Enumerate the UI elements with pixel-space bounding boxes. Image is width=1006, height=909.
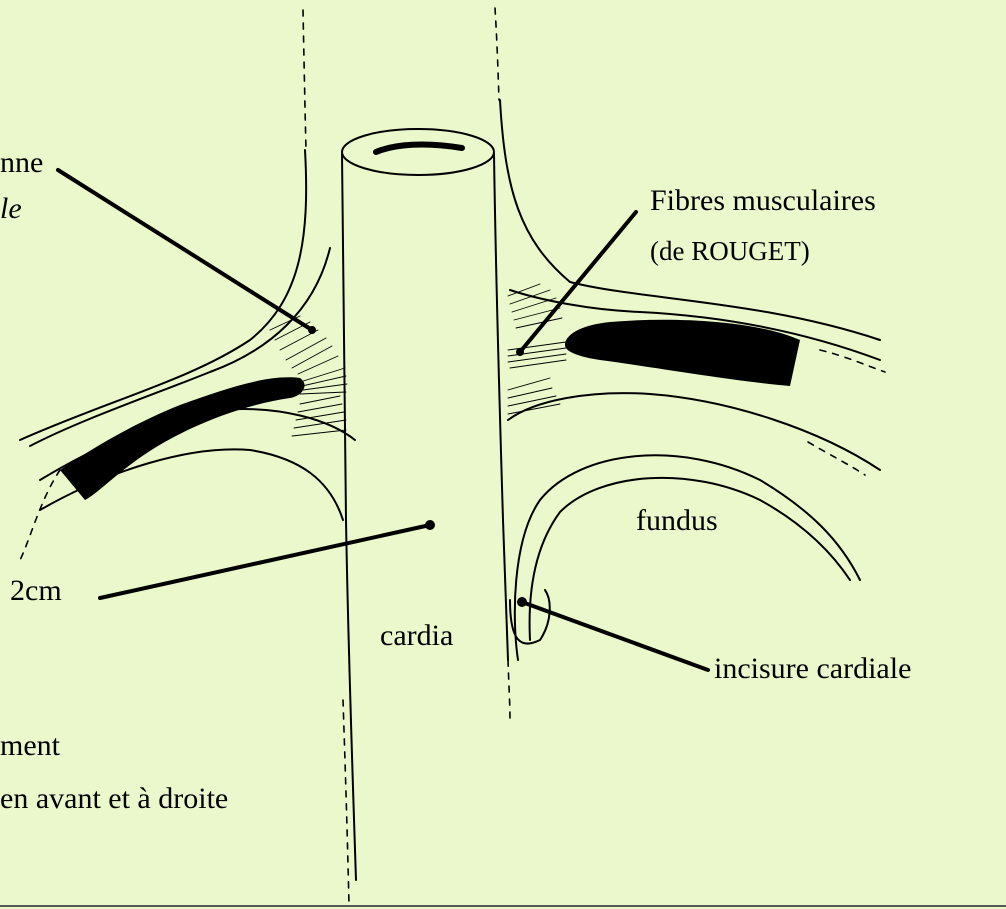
right-membrane	[500, 100, 885, 475]
label-fundus: fundus	[636, 504, 718, 537]
label-incisure: incisure cardiale	[714, 652, 911, 685]
right-muscle-fibres	[508, 342, 566, 368]
fundus	[510, 455, 860, 660]
label-cardia: cardia	[380, 619, 453, 652]
oesophagus-right-wall	[494, 154, 508, 660]
right-dashed-2	[820, 350, 885, 372]
left-muscle-band	[60, 377, 305, 500]
oesophagus	[342, 129, 508, 880]
leader-2cm	[100, 525, 430, 598]
label-left-top-1: nne	[0, 146, 43, 179]
left-muscle-fibres	[300, 368, 347, 394]
oesophagus-opening	[342, 129, 494, 175]
label-left-bottom-1: ment	[0, 729, 61, 762]
label-left-top-2: le	[0, 192, 22, 225]
leader-left-top	[58, 170, 312, 330]
label-fibres-1: Fibres musculaires	[650, 184, 876, 217]
right-curve-outer	[500, 100, 880, 340]
left-membrane	[20, 150, 355, 560]
left-hatching	[270, 316, 346, 436]
oesophagus-lumen	[376, 145, 462, 152]
dashed-top-right	[495, 8, 499, 100]
label-fibres-2: (de ROUGET)	[650, 236, 810, 266]
dashed-right-bottom	[508, 660, 510, 720]
dashed-left-bottom	[343, 700, 349, 905]
right-muscle-band	[565, 320, 800, 386]
label-2cm: 2cm	[10, 574, 62, 607]
right-dashed-1	[808, 442, 865, 475]
right-muscle	[508, 320, 800, 386]
fundus-inner	[530, 478, 850, 640]
leader-incisure	[522, 602, 708, 670]
left-dashed-edge	[20, 470, 60, 560]
labels: nne le Fibres musculaires (de ROUGET) fu…	[0, 146, 911, 815]
dashed-top-left	[303, 10, 306, 150]
left-muscle	[60, 368, 347, 500]
fundus-outer	[515, 455, 860, 660]
oesophagus-left-wall	[342, 154, 356, 880]
label-left-bottom-2: en avant et à droite	[0, 782, 228, 815]
